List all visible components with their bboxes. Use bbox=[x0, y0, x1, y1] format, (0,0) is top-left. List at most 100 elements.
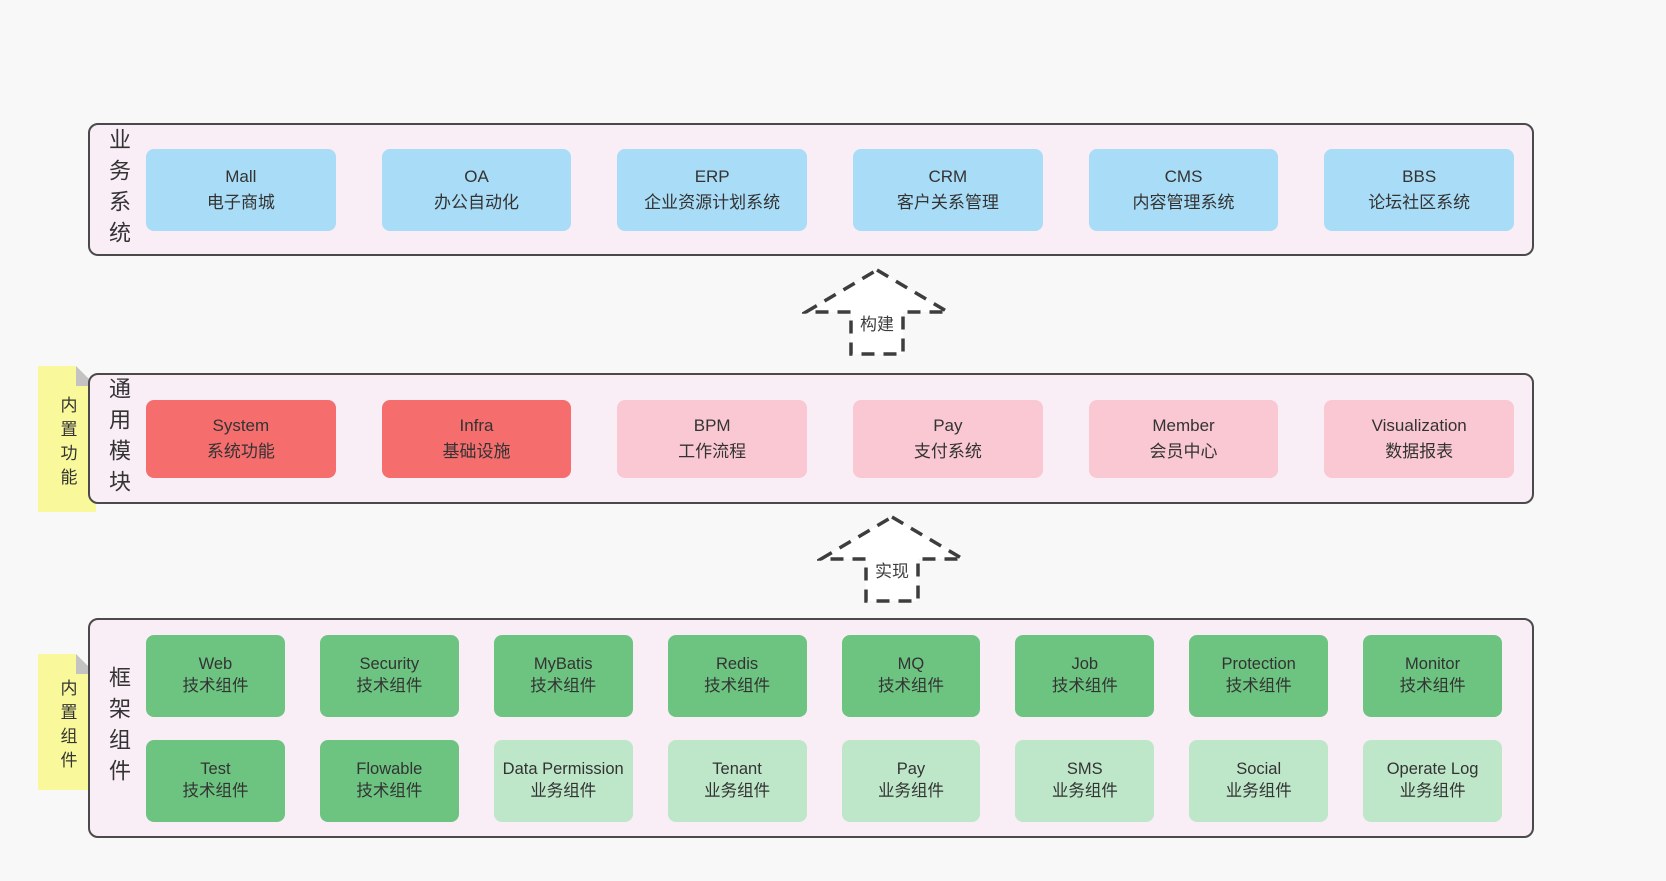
box-mq: MQ 技术组件 bbox=[841, 634, 981, 717]
box-subtitle: 办公自动化 bbox=[434, 192, 519, 212]
box-subtitle: 客户关系管理 bbox=[896, 192, 999, 212]
box-title: Pay bbox=[896, 759, 926, 778]
box-title: Mall bbox=[225, 167, 257, 186]
framework-components-grid: Web 技术组件 Security 技术组件 MyBatis 技术组件 Redi… bbox=[146, 620, 1532, 836]
box-subtitle: 数据报表 bbox=[1385, 441, 1454, 461]
box-title: SMS bbox=[1066, 759, 1103, 778]
box-subtitle: 业务组件 bbox=[1225, 781, 1292, 800]
box-title: BPM bbox=[693, 416, 731, 435]
framework-row-1: Web 技术组件 Security 技术组件 MyBatis 技术组件 Redi… bbox=[146, 634, 1502, 717]
box-security: Security 技术组件 bbox=[319, 634, 459, 717]
box-mybatis: MyBatis 技术组件 bbox=[493, 634, 633, 717]
implement-arrow: 实现 bbox=[817, 513, 967, 605]
box-subtitle: 支付系统 bbox=[913, 441, 982, 461]
box-title: Security bbox=[359, 654, 420, 673]
section-title: 通用模块 bbox=[106, 376, 131, 501]
box-title: Job bbox=[1071, 654, 1099, 673]
box-title: Member bbox=[1152, 416, 1215, 435]
box-subtitle: 业务组件 bbox=[877, 781, 944, 800]
up-arrow-icon bbox=[817, 514, 967, 603]
up-arrow-icon bbox=[802, 267, 952, 356]
implement-arrow-label: 实现 bbox=[817, 557, 967, 582]
business-systems-panel: 业务系统 Mall 电子商城 OA 办公自动化 ERP 企业资源计划系统 CRM… bbox=[88, 123, 1534, 256]
box-system: System 系统功能 bbox=[146, 399, 336, 478]
box-subtitle: 技术组件 bbox=[877, 676, 944, 695]
box-title: System bbox=[212, 416, 270, 435]
box-web: Web 技术组件 bbox=[146, 634, 285, 717]
box-title: Tenant bbox=[712, 759, 762, 778]
box-title: Operate Log bbox=[1386, 759, 1479, 778]
section-title: 框架组件 bbox=[106, 666, 131, 790]
box-title: Protection bbox=[1221, 654, 1296, 673]
box-subtitle: 技术组件 bbox=[356, 781, 423, 800]
box-data-permission: Data Permission 业务组件 bbox=[493, 739, 633, 822]
common-modules-row: System 系统功能 Infra 基础设施 BPM 工作流程 Pay 支付系统… bbox=[146, 375, 1532, 502]
business-systems-row: Mall 电子商城 OA 办公自动化 ERP 企业资源计划系统 CRM 客户关系… bbox=[146, 125, 1532, 254]
box-cms: CMS 内容管理系统 bbox=[1088, 148, 1279, 231]
box-mall: Mall 电子商城 bbox=[146, 148, 336, 231]
box-crm: CRM 客户关系管理 bbox=[853, 148, 1043, 231]
box-subtitle: 业务组件 bbox=[530, 781, 597, 800]
box-social: Social 业务组件 bbox=[1189, 739, 1329, 822]
box-subtitle: 业务组件 bbox=[1051, 781, 1118, 800]
box-visualization: Visualization 数据报表 bbox=[1324, 399, 1515, 478]
business-systems-label: 业务系统 bbox=[90, 125, 146, 254]
box-title: MQ bbox=[897, 654, 925, 673]
box-tenant: Tenant 业务组件 bbox=[667, 739, 807, 822]
box-sms: SMS 业务组件 bbox=[1015, 739, 1155, 822]
box-subtitle: 技术组件 bbox=[356, 676, 423, 695]
box-subtitle: 技术组件 bbox=[1225, 676, 1292, 695]
box-subtitle: 工作流程 bbox=[678, 441, 747, 461]
built-in-components-tab: 内置组件 bbox=[38, 654, 96, 790]
box-subtitle: 系统功能 bbox=[206, 441, 275, 461]
box-title: Data Permission bbox=[502, 759, 624, 778]
framework-row-2: Test 技术组件 Flowable 技术组件 Data Permission … bbox=[146, 739, 1502, 822]
box-title: Pay bbox=[933, 416, 963, 435]
box-subtitle: 业务组件 bbox=[1399, 781, 1466, 800]
box-pay: Pay 支付系统 bbox=[853, 399, 1043, 478]
box-subtitle: 业务组件 bbox=[704, 781, 771, 800]
box-job: Job 技术组件 bbox=[1015, 634, 1155, 717]
box-title: CMS bbox=[1164, 167, 1203, 186]
box-title: Web bbox=[198, 654, 233, 673]
tab-label: 内置功能 bbox=[57, 396, 77, 492]
box-subtitle: 技术组件 bbox=[182, 781, 249, 800]
box-flowable: Flowable 技术组件 bbox=[319, 739, 459, 822]
box-title: Monitor bbox=[1405, 654, 1461, 673]
build-arrow-label: 构建 bbox=[802, 310, 952, 335]
box-title: OA bbox=[464, 167, 489, 186]
box-member: Member 会员中心 bbox=[1088, 399, 1279, 478]
box-operate-log: Operate Log 业务组件 bbox=[1363, 739, 1502, 822]
build-arrow: 构建 bbox=[802, 266, 952, 358]
tab-label: 内置组件 bbox=[57, 679, 77, 775]
box-test: Test 技术组件 bbox=[146, 739, 285, 822]
box-bpm: BPM 工作流程 bbox=[617, 399, 808, 478]
framework-components-label: 框架组件 bbox=[90, 620, 146, 836]
section-title: 业务系统 bbox=[106, 127, 131, 252]
box-subtitle: 基础设施 bbox=[442, 441, 511, 461]
box-subtitle: 技术组件 bbox=[1399, 676, 1466, 695]
built-in-functions-tab: 内置功能 bbox=[38, 366, 96, 512]
box-subtitle: 技术组件 bbox=[704, 676, 771, 695]
box-redis: Redis 技术组件 bbox=[667, 634, 807, 717]
box-pay-component: Pay 业务组件 bbox=[841, 739, 981, 822]
box-subtitle: 技术组件 bbox=[1051, 676, 1118, 695]
box-title: Infra bbox=[459, 416, 494, 435]
box-title: Test bbox=[200, 759, 231, 778]
box-title: Visualization bbox=[1371, 416, 1467, 435]
box-title: Flowable bbox=[356, 759, 423, 778]
box-title: BBS bbox=[1402, 167, 1437, 186]
box-protection: Protection 技术组件 bbox=[1189, 634, 1329, 717]
box-title: Social bbox=[1236, 759, 1282, 778]
box-subtitle: 内容管理系统 bbox=[1132, 192, 1235, 212]
framework-components-panel: 框架组件 Web 技术组件 Security 技术组件 MyBatis 技术组件… bbox=[88, 618, 1534, 838]
common-modules-panel: 通用模块 System 系统功能 Infra 基础设施 BPM 工作流程 Pay… bbox=[88, 373, 1534, 504]
box-subtitle: 企业资源计划系统 bbox=[644, 192, 781, 212]
box-subtitle: 技术组件 bbox=[530, 676, 597, 695]
box-oa: OA 办公自动化 bbox=[381, 148, 572, 231]
box-subtitle: 会员中心 bbox=[1149, 441, 1218, 461]
box-title: CRM bbox=[928, 167, 968, 186]
box-bbs: BBS 论坛社区系统 bbox=[1324, 148, 1515, 231]
box-subtitle: 技术组件 bbox=[182, 676, 249, 695]
common-modules-label: 通用模块 bbox=[90, 375, 146, 502]
